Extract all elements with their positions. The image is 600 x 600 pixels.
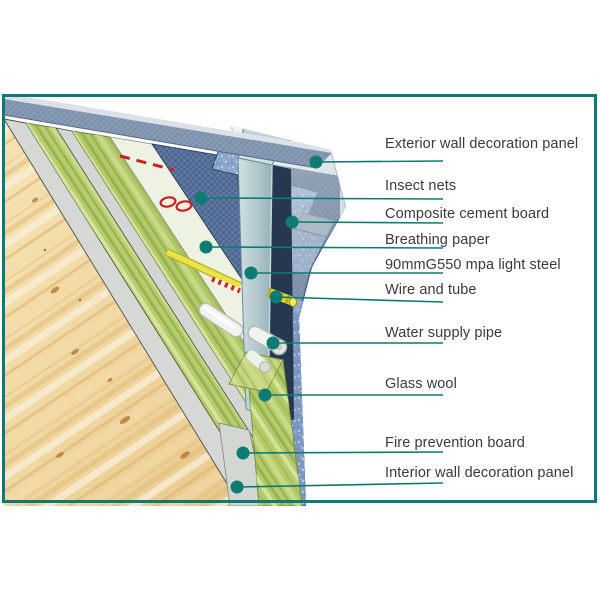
leader-dot bbox=[269, 290, 283, 304]
label-light-steel: 90mmG550 mpa light steel bbox=[385, 257, 561, 273]
leader-line bbox=[291, 221, 444, 224]
leader-line bbox=[200, 197, 444, 200]
label-insect-nets: Insect nets bbox=[385, 178, 457, 194]
leader-dot bbox=[230, 480, 244, 494]
leader-line bbox=[205, 246, 444, 249]
leader-line bbox=[236, 482, 444, 488]
leader-dot bbox=[258, 388, 272, 402]
label-exterior-wall-decoration-panel: Exterior wall decoration panel bbox=[385, 136, 579, 152]
leader-line bbox=[315, 160, 444, 163]
frame-border bbox=[2, 94, 597, 503]
label-wire-and-tube: Wire and tube bbox=[385, 282, 477, 298]
leader-line bbox=[242, 451, 444, 454]
glass-wool-edge bbox=[218, 351, 303, 506]
leader-dot bbox=[236, 446, 250, 460]
leader-dot bbox=[199, 240, 213, 254]
leader-dot bbox=[266, 336, 280, 350]
leader-line bbox=[275, 296, 444, 303]
label-water-supply-pipe: Water supply pipe bbox=[385, 325, 503, 341]
label-glass-wool: Glass wool bbox=[385, 376, 457, 392]
label-breathing-paper: Breathing paper bbox=[385, 232, 490, 248]
leader-dot bbox=[194, 191, 208, 205]
label-interior-wall-decoration-panel: Interior wall decoration panel bbox=[385, 465, 574, 481]
label-fire-prevention-board: Fire prevention board bbox=[385, 435, 525, 451]
leader-lines bbox=[194, 155, 444, 494]
leader-dot bbox=[244, 266, 258, 280]
label-composite-cement-board: Composite cement board bbox=[385, 206, 550, 222]
leader-dot bbox=[309, 155, 323, 169]
red-markings bbox=[119, 154, 193, 212]
wall-top-face bbox=[4, 94, 332, 169]
leader-dot bbox=[285, 215, 299, 229]
